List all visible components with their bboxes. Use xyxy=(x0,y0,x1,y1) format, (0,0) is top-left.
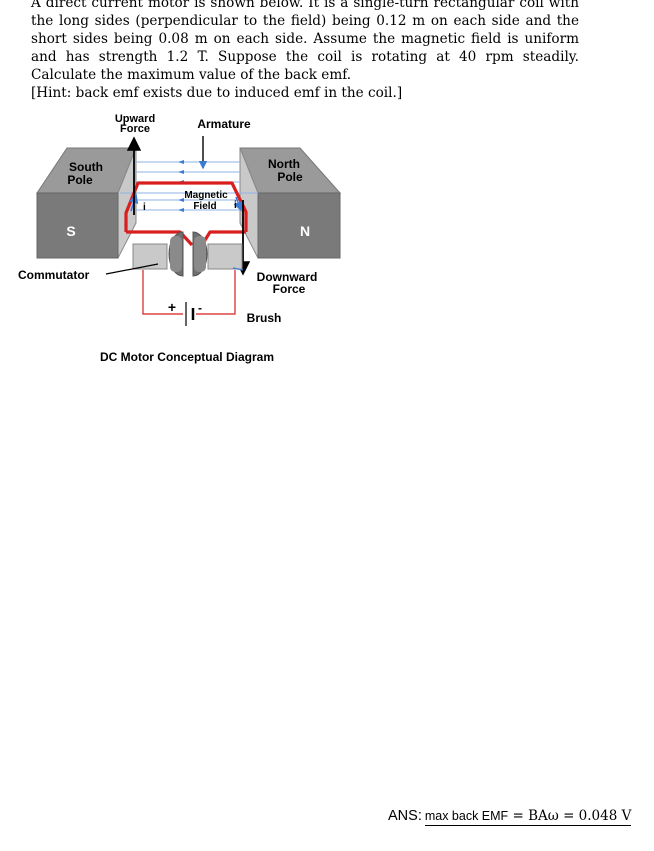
magnetic-field-lines xyxy=(120,161,258,211)
south-letter: S xyxy=(66,223,75,239)
answer-label: ANS: xyxy=(388,808,422,824)
armature-label: Armature xyxy=(197,117,251,131)
answer-equation: = BAω = 0.048 V xyxy=(508,808,632,824)
downward-force-label-2: Force xyxy=(273,282,306,296)
battery-plus: + xyxy=(168,299,176,315)
magnetic-field-label: Magnetic xyxy=(184,190,228,201)
field-arrow-icons xyxy=(178,160,184,212)
downward-force-label: Downward xyxy=(257,270,318,284)
brush-label: Brush xyxy=(247,311,282,325)
commutator-label: Commutator xyxy=(18,268,90,282)
south-pole-label: South xyxy=(69,160,103,174)
battery-circuit xyxy=(142,270,236,315)
north-letter: N xyxy=(300,223,310,239)
south-pole-label-2: Pole xyxy=(67,173,93,187)
north-pole-magnet xyxy=(239,147,342,259)
north-pole-label: North xyxy=(268,157,300,171)
current-label-left: i xyxy=(143,202,146,213)
upward-force-label: Upward xyxy=(115,113,155,125)
commutator-pointer-icon xyxy=(105,263,159,275)
dc-motor-diagram: Upward Force Armature South Pole North P… xyxy=(18,113,342,364)
answer-line: ANS:max back EMF = BAω = 0.048 V xyxy=(388,808,632,826)
answer-body: max back EMF = BAω = 0.048 V xyxy=(424,808,632,826)
brush-pointer-icon xyxy=(232,267,244,271)
hint-text: [Hint: back emf exists due to induced em… xyxy=(31,85,403,101)
battery-minus: - xyxy=(198,301,202,315)
problem-text: A direct current motor is shown below. I… xyxy=(31,0,579,83)
current-label-right: i xyxy=(234,200,237,211)
magnetic-field-label-2: Field xyxy=(193,201,216,212)
upward-force-label-2: Force xyxy=(120,123,150,135)
battery-icon xyxy=(185,302,195,326)
diagram-caption: DC Motor Conceptual Diagram xyxy=(100,350,274,364)
north-pole-label-2: Pole xyxy=(277,170,303,184)
commutator xyxy=(132,231,243,277)
answer-text: max back EMF xyxy=(424,809,509,823)
